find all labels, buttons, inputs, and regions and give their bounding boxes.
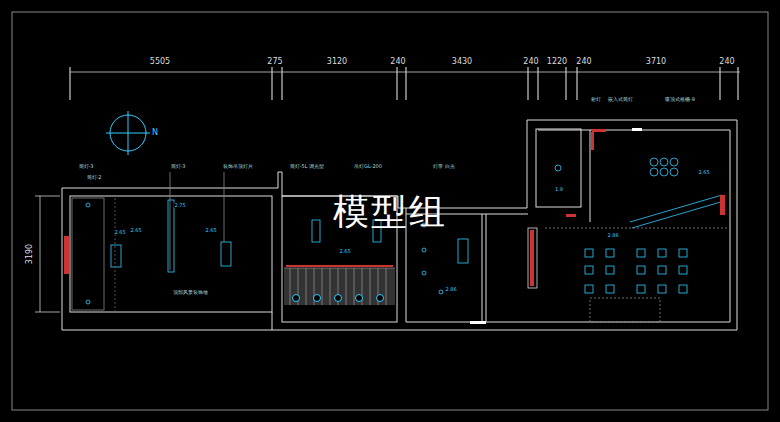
dimension-text: 240 bbox=[576, 58, 591, 66]
annotation-label: 2.65 bbox=[113, 230, 126, 235]
annotation-label: 灯带 白光 bbox=[432, 164, 456, 169]
annotation-label: 顶部风景装饰墙 bbox=[172, 290, 209, 295]
dimension-text: 3190 bbox=[26, 244, 34, 264]
annotation-label: 2.65 bbox=[129, 228, 142, 233]
annotation-label: 1.9 bbox=[554, 187, 564, 192]
annotation-label: 射灯 bbox=[590, 97, 602, 102]
annotation-label: 嵌入式筒灯 bbox=[607, 97, 634, 102]
annotation-label: 吊灯GL-200 bbox=[353, 164, 383, 169]
annotation-label: 筒灯-3 bbox=[78, 164, 95, 169]
watermark: 模型组 bbox=[333, 194, 447, 230]
dimension-text: 275 bbox=[267, 58, 282, 66]
annotation-label: 2.65 bbox=[338, 249, 351, 254]
annotation-label: 筒灯-3 bbox=[170, 164, 187, 169]
annotation-label: 2.75 bbox=[173, 203, 186, 208]
annotation-label: 2.65 bbox=[697, 170, 710, 175]
dimension-text: 240 bbox=[390, 58, 405, 66]
dimension-text: 240 bbox=[719, 58, 734, 66]
annotation-label: 筒灯-2 bbox=[86, 175, 103, 180]
dimension-text: 3120 bbox=[327, 58, 347, 66]
dimension-text: 1220 bbox=[547, 58, 567, 66]
annotation-label: 吸顶式格栅-9 bbox=[664, 97, 696, 102]
dimension-text: 3710 bbox=[646, 58, 666, 66]
annotation-label: 2.65 bbox=[204, 228, 217, 233]
dimension-text: 5505 bbox=[150, 58, 170, 66]
annotation-label: 2.86 bbox=[606, 233, 619, 238]
annotation-label: 2.86 bbox=[444, 287, 457, 292]
dimension-text: 240 bbox=[523, 58, 538, 66]
annotation-label: 装饰吊顶灯片 bbox=[222, 164, 254, 169]
annotation-label: N bbox=[152, 129, 158, 137]
annotation-label: 筒灯-5L 调光型 bbox=[289, 164, 325, 169]
dimension-text: 3430 bbox=[452, 58, 472, 66]
